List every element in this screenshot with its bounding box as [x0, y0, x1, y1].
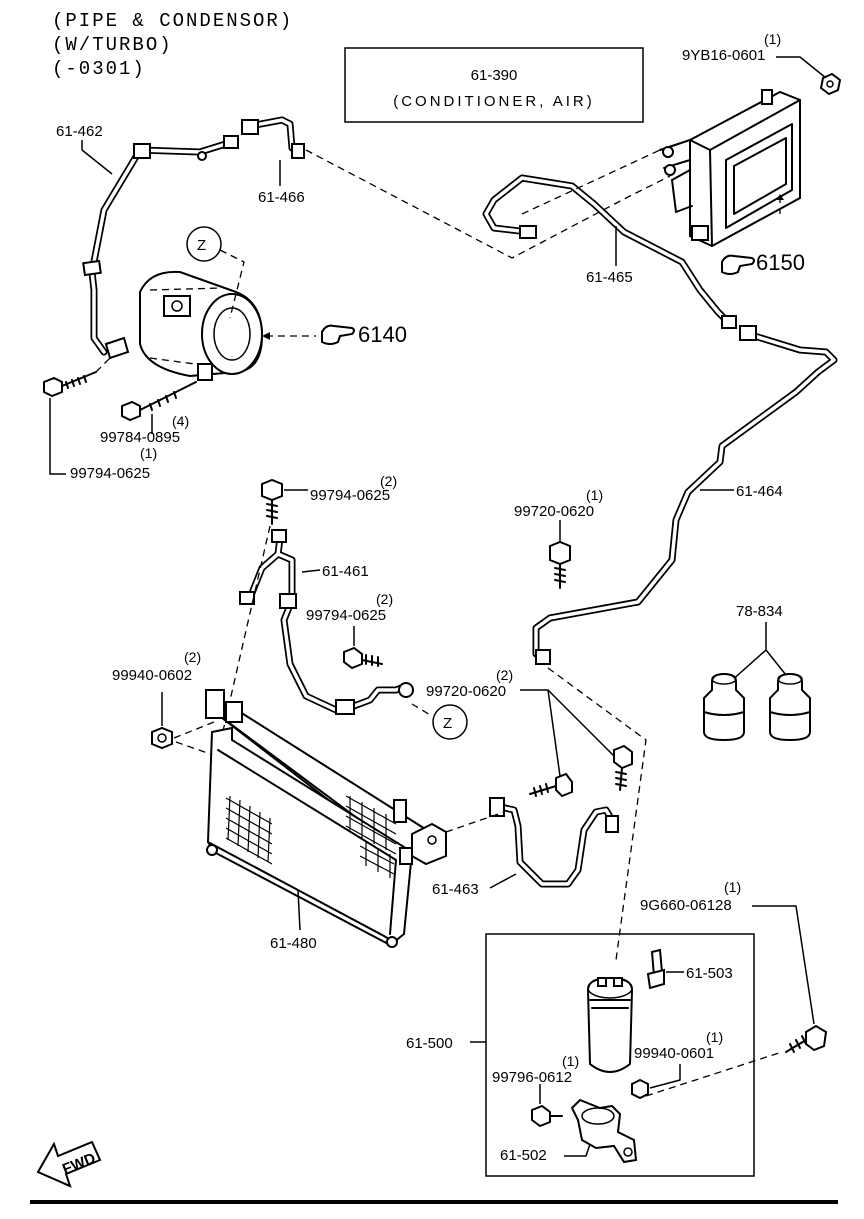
- label-61-461[interactable]: 61-461: [322, 563, 369, 580]
- pipe-61-464[interactable]: 61-464: [532, 325, 838, 665]
- connection-line-465: [521, 149, 661, 215]
- compressor-unit[interactable]: [139, 270, 264, 381]
- nut-99940-0601[interactable]: (1) 99940-0601: [631, 1029, 723, 1100]
- label-61-465[interactable]: 61-465: [586, 269, 633, 286]
- label-61-464[interactable]: 61-464: [736, 483, 783, 500]
- pipe-61-461[interactable]: 61-461: [239, 529, 414, 715]
- bolt-9g660-06128[interactable]: (1) 9G660-06128: [640, 879, 828, 1053]
- pointing-hand-icon: [721, 254, 755, 275]
- label-99720-0620-b[interactable]: 99720-0620: [426, 683, 506, 700]
- header-title: (PIPE & CONDENSOR): [52, 10, 293, 32]
- label-61-462[interactable]: 61-462: [56, 123, 103, 140]
- connection-line-466: [305, 149, 671, 259]
- bolt-99720-0620-single[interactable]: (1) 99720-0620: [514, 487, 603, 589]
- label-99720-0620-a[interactable]: 99720-0620: [514, 503, 594, 520]
- qty-99794-0625-a: (1): [140, 445, 157, 461]
- label-61-466[interactable]: 61-466: [258, 189, 305, 206]
- bolt-99794-0625-compressor[interactable]: (1) 99794-0625: [43, 355, 157, 482]
- receiver-drier-61-500[interactable]: 61-500: [406, 933, 755, 1177]
- label-61-463[interactable]: 61-463: [432, 881, 479, 898]
- bolt-99784-0895[interactable]: (4) 99784-0895: [100, 381, 197, 446]
- receiver-box-frame: [485, 933, 755, 1177]
- ref-6140-label[interactable]: 6140: [358, 322, 407, 347]
- qty-99940-0601: (1): [706, 1029, 723, 1045]
- label-99940-0602[interactable]: 99940-0602: [112, 667, 192, 684]
- pipe-61-463[interactable]: 61-463: [432, 797, 619, 898]
- forward-arrow-icon: FWD: [36, 1140, 102, 1188]
- nut-9yb16-0601[interactable]: (1) 9YB16-0601: [682, 31, 842, 96]
- header-date-range: (-0301): [52, 58, 146, 80]
- connection-line-463: [445, 811, 505, 833]
- qty-99720-0620-b: (2): [496, 667, 513, 683]
- conditioner-box-frame: [344, 47, 644, 123]
- pipe-61-466[interactable]: 61-466: [241, 116, 305, 206]
- zone-z-label-bottom: Z: [443, 715, 452, 732]
- label-99784-0895[interactable]: 99784-0895: [100, 429, 180, 446]
- condenser-61-480[interactable]: 61-480: [205, 689, 447, 952]
- zone-z-label-top: Z: [197, 237, 206, 254]
- ref-6150[interactable]: 6150: [721, 250, 805, 275]
- bracket-61-502[interactable]: 61-502: [500, 1098, 638, 1164]
- label-99794-0625-a[interactable]: 99794-0625: [70, 465, 150, 482]
- qty-99720-0620-a: (1): [586, 487, 603, 503]
- bolts-99720-0620-pair[interactable]: (2) 99720-0620: [426, 667, 633, 798]
- zone-z-bottom[interactable]: Z: [411, 703, 468, 740]
- label-99796-0612[interactable]: 99796-0612: [492, 1069, 572, 1086]
- header-variant: (W/TURBO): [52, 34, 173, 56]
- pipe-61-462[interactable]: 61-462: [56, 123, 239, 360]
- bolt-99794-0625-lower[interactable]: (2) 99794-0625: [306, 591, 393, 670]
- pipe-61-465[interactable]: 61-465: [482, 174, 737, 329]
- zone-z-top[interactable]: Z: [186, 226, 245, 319]
- label-61-480[interactable]: 61-480: [270, 935, 317, 952]
- qty-99940-0602: (2): [184, 649, 201, 665]
- switch-61-503[interactable]: 61-503: [646, 948, 733, 990]
- label-99940-0601[interactable]: 99940-0601: [634, 1045, 714, 1062]
- evaporator-unit[interactable]: [659, 89, 801, 248]
- conditioner-name: (CONDITIONER, AIR): [393, 93, 595, 110]
- label-61-500[interactable]: 61-500: [406, 1035, 453, 1052]
- bolt-99794-0625-upper[interactable]: (2) 99794-0625: [261, 473, 397, 525]
- ref-6140[interactable]: 6140: [262, 322, 407, 347]
- condenser-core-grid: [225, 795, 397, 878]
- connection-line-464-receiver: [547, 667, 647, 961]
- conditioner-part-number[interactable]: 61-390: [471, 67, 518, 84]
- label-61-503[interactable]: 61-503: [686, 965, 733, 982]
- bolt-99796-0612[interactable]: (1) 99796-0612: [492, 1053, 579, 1128]
- qty-99794-0625-c: (2): [376, 591, 393, 607]
- label-9g660-06128[interactable]: 9G660-06128: [640, 897, 732, 914]
- qty-99794-0625-b: (2): [380, 473, 397, 489]
- conditioner-air-box[interactable]: 61-390 (CONDITIONER, AIR): [344, 47, 644, 123]
- qty-99796-0612: (1): [562, 1053, 579, 1069]
- qty-9yb16-0601: (1): [764, 31, 781, 47]
- label-99794-0625-c[interactable]: 99794-0625: [306, 607, 386, 624]
- pointing-hand-icon: [321, 324, 355, 345]
- label-99794-0625-b[interactable]: 99794-0625: [310, 487, 390, 504]
- caps-78-834[interactable]: 78-834: [703, 603, 811, 742]
- qty-99784-0895: (4): [172, 413, 189, 429]
- diagram-header: (PIPE & CONDENSOR) (W/TURBO) (-0301): [52, 10, 293, 80]
- label-78-834[interactable]: 78-834: [736, 603, 783, 620]
- qty-9g660-06128: (1): [724, 879, 741, 895]
- label-61-502[interactable]: 61-502: [500, 1147, 547, 1164]
- ref-6150-label[interactable]: 6150: [756, 250, 805, 275]
- label-9yb16-0601[interactable]: 9YB16-0601: [682, 47, 765, 64]
